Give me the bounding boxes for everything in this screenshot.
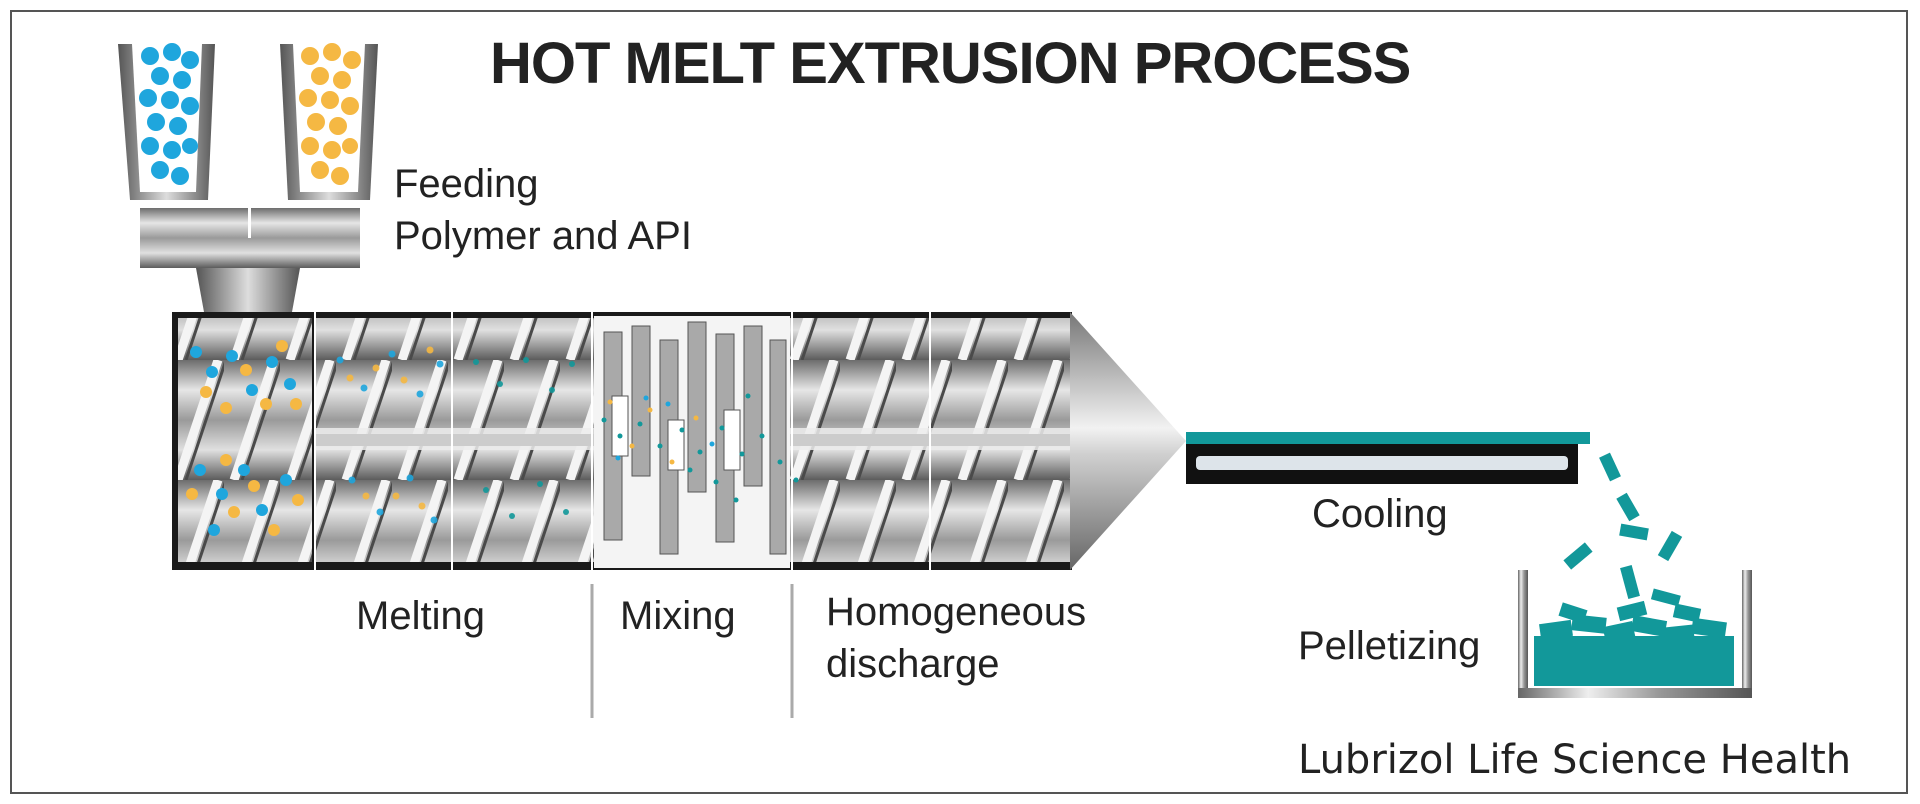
- api-hopper: [280, 43, 378, 200]
- diagram-title: HOT MELT EXTRUSION PROCESS: [490, 31, 1411, 96]
- cooling-belt: [1186, 432, 1590, 484]
- polymer-hopper: [118, 43, 215, 200]
- pelletizing-label: Pelletizing: [1298, 624, 1481, 668]
- falling-pellets: [1563, 452, 1683, 607]
- feed-zone-granules: [186, 340, 304, 536]
- credit-text: Lubrizol Life Science Health: [1298, 737, 1852, 783]
- api-granules: [299, 43, 361, 185]
- diagram-frame: [10, 10, 1908, 794]
- discharge-label: discharge: [826, 642, 1000, 686]
- extruder-die: [1070, 312, 1186, 570]
- mixing-label: Mixing: [620, 594, 736, 638]
- mixing-zone-particles: [601, 393, 799, 503]
- melting-label: Melting: [356, 594, 485, 638]
- polymer-granules: [139, 43, 199, 185]
- cooling-label: Cooling: [1312, 492, 1448, 536]
- feed-throat: [196, 268, 300, 312]
- feeding-sublabel: Polymer and API: [394, 214, 692, 258]
- mixing-zone-kneading-blocks: [594, 316, 790, 568]
- melting-zone-particles: [336, 346, 575, 524]
- homogeneous-label: Homogeneous: [826, 590, 1087, 634]
- feeding-label: Feeding: [394, 162, 539, 206]
- pellet-container: [1518, 570, 1752, 698]
